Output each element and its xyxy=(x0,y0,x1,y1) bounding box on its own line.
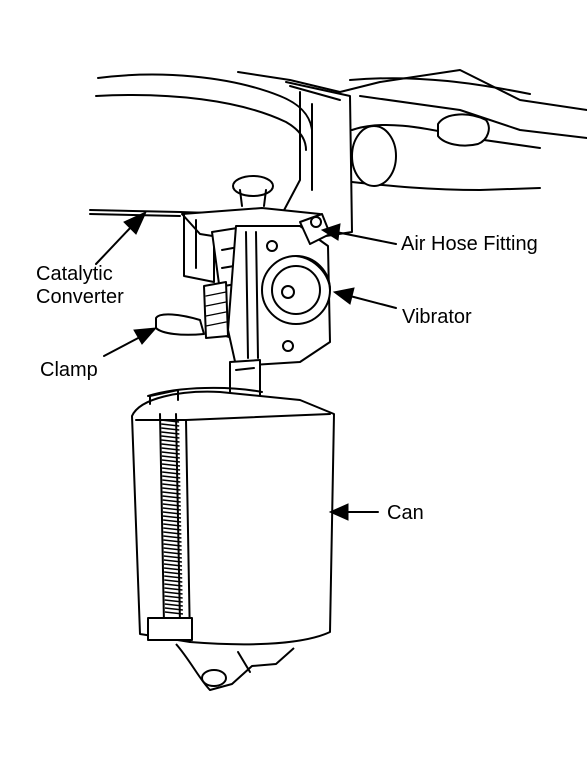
spring-coil xyxy=(163,559,182,563)
spring-coil xyxy=(162,515,182,519)
spring-coil xyxy=(161,427,180,431)
spring-coil xyxy=(162,483,181,487)
spring-coil xyxy=(162,475,181,479)
spring-coil xyxy=(161,463,181,467)
spring-coil xyxy=(161,459,180,463)
spring-coil xyxy=(163,543,182,547)
spring-coil xyxy=(163,519,182,523)
spring-coil xyxy=(163,535,182,539)
spring-coil xyxy=(163,547,182,551)
spring-coil xyxy=(163,527,182,531)
spring-coil xyxy=(162,471,181,475)
spring-coil xyxy=(162,487,181,491)
spring-coil xyxy=(161,443,180,447)
vehicle-underbody xyxy=(89,69,587,237)
spring-coil xyxy=(163,551,182,555)
spring-coil xyxy=(162,479,181,483)
spring-coil xyxy=(164,575,183,579)
spring-coil xyxy=(163,555,182,559)
spring-coil xyxy=(161,447,180,451)
label-clamp: Clamp xyxy=(40,359,98,381)
spring-coil xyxy=(163,563,183,567)
drain-pipe xyxy=(229,359,261,399)
spring-coil xyxy=(163,531,182,535)
spring-coil xyxy=(164,595,183,599)
spring-coil xyxy=(164,587,183,591)
label-catalytic: Catalytic xyxy=(36,263,113,285)
spring-coil xyxy=(161,419,180,423)
spring-coil xyxy=(164,583,183,587)
spring-coil xyxy=(161,439,180,443)
label-can: Can xyxy=(387,502,424,524)
spring-coil xyxy=(162,511,182,515)
spring-coil xyxy=(162,467,181,471)
vibrator-unit xyxy=(227,213,331,367)
spring-coil xyxy=(162,491,181,495)
spring-coil xyxy=(163,539,182,543)
label-air-hose-fitting: Air Hose Fitting xyxy=(401,233,538,255)
spring-coil xyxy=(164,579,183,583)
labels: Catalytic Converter Clamp Air Hose Fitti… xyxy=(36,233,538,524)
spring-coil xyxy=(163,523,182,527)
spring-coil xyxy=(162,503,181,507)
spring-coil xyxy=(162,499,181,503)
spring-coil xyxy=(161,431,180,435)
label-converter: Converter xyxy=(36,286,124,308)
leader-lines xyxy=(95,210,397,521)
can-spring xyxy=(161,419,184,615)
spring-coil xyxy=(162,495,181,499)
spring-coil xyxy=(164,611,184,615)
spring-coil xyxy=(162,507,181,511)
spring-coil xyxy=(161,451,180,455)
spring-coil xyxy=(164,599,183,603)
spring-coil xyxy=(164,567,183,571)
spring-coil xyxy=(164,571,183,575)
collection-can xyxy=(131,386,335,691)
label-vibrator: Vibrator xyxy=(402,306,472,328)
spring-coil xyxy=(161,435,180,439)
spring-coil xyxy=(161,423,180,427)
spring-coil xyxy=(164,607,183,611)
spring-coil xyxy=(164,603,183,607)
spring-coil xyxy=(161,455,180,459)
spring-coil xyxy=(164,591,183,595)
